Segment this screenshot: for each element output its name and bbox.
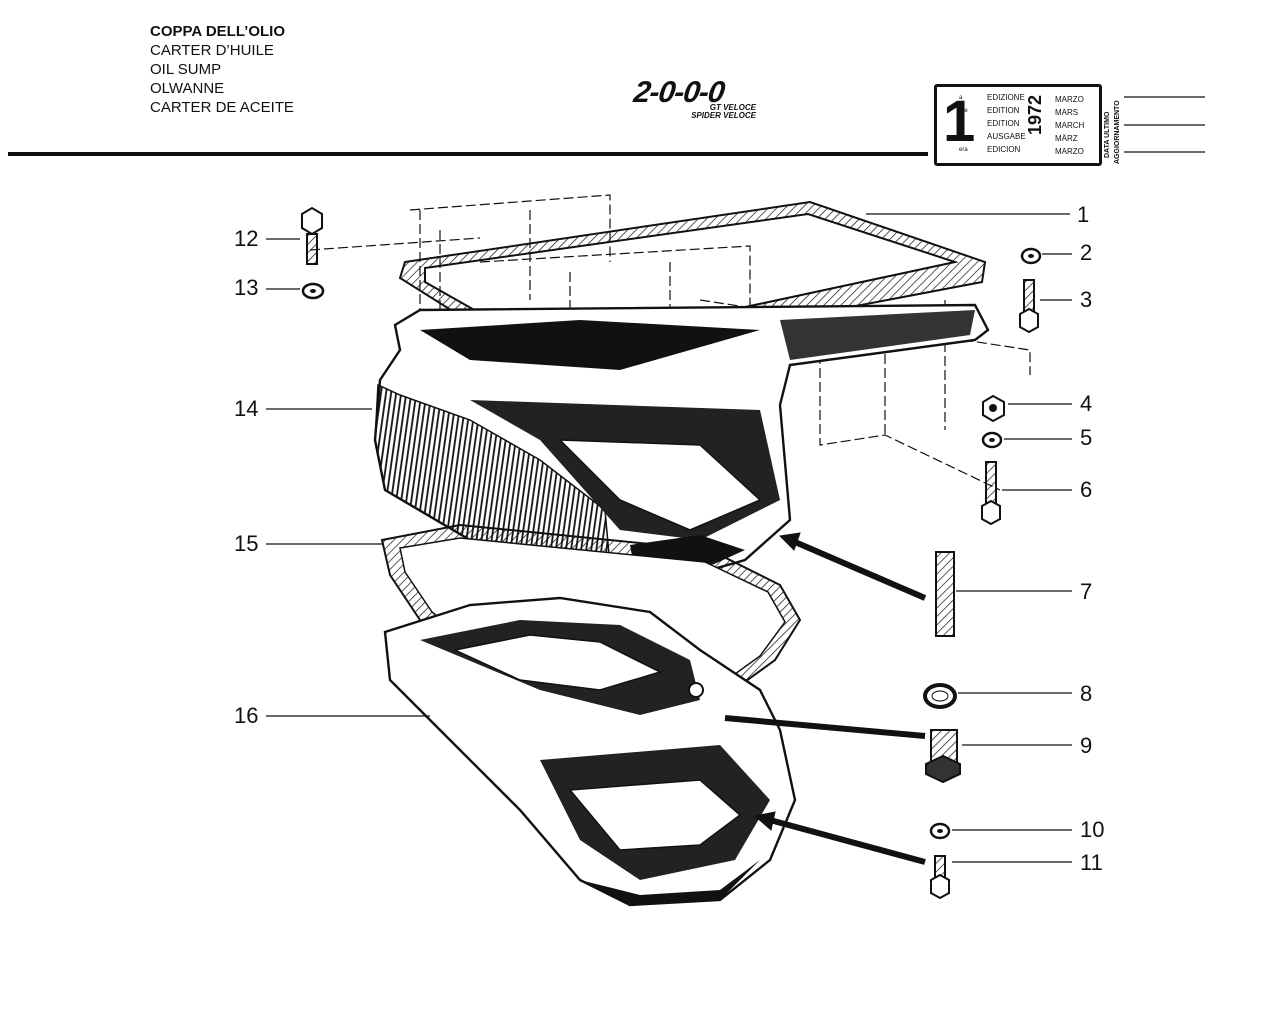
- callout-12: 12: [234, 226, 259, 251]
- seal-ring-part-8: [923, 683, 957, 709]
- header-rule: [8, 152, 928, 156]
- edition-suffix: st: [959, 121, 964, 127]
- edition-month: MARZO: [1055, 95, 1084, 104]
- bolt-part-11: [930, 855, 950, 900]
- stud-part-3: [1019, 279, 1039, 334]
- edition-month: MARCH: [1055, 121, 1085, 130]
- title-italian: COPPA DELL’OLIO: [150, 23, 286, 40]
- model-logo: 2-0-0-0 GT VELOCE SPIDER VELOCE: [632, 76, 764, 120]
- edition-month: MARZO: [1055, 147, 1084, 156]
- edition-number: 1: [943, 89, 976, 154]
- nut-part-4: [982, 394, 1005, 423]
- callout-14: 14: [234, 396, 259, 421]
- washer-part-5: [981, 431, 1003, 449]
- title-block: COPPA DELL’OLIO CARTER D’HUILE OIL SUMP …: [150, 22, 294, 117]
- title-spanish: CARTER DE ACEITE: [150, 99, 294, 116]
- edition-word: EDIZIONE: [987, 93, 1025, 102]
- washer-part-13: [301, 282, 325, 300]
- callout-2: 2: [1080, 240, 1093, 265]
- title-english: OIL SUMP: [150, 61, 222, 78]
- lower-sump: [383, 596, 797, 907]
- edition-word: AUSGABE: [987, 132, 1026, 141]
- callout-11: 11: [1080, 850, 1103, 875]
- bold-arrows: [724, 532, 927, 865]
- update-lines: [1124, 96, 1205, 153]
- title-french: CARTER D’HUILE: [150, 42, 274, 59]
- washer-part-10: [929, 822, 951, 840]
- logo-line-2: SPIDER VELOCE: [691, 111, 756, 120]
- callout-8: 8: [1080, 681, 1093, 706]
- edition-month: MARS: [1055, 108, 1079, 117]
- washer-part-2: [1020, 247, 1042, 265]
- callout-16: 16: [234, 703, 259, 728]
- callout-4: 4: [1080, 391, 1093, 416]
- edition-word: EDICION: [987, 145, 1021, 154]
- stud-part-7: [935, 551, 955, 637]
- edition-suffix: a: [959, 95, 963, 101]
- assembly-lines: [309, 194, 1031, 491]
- edition-box: 1 a ère st . era EDIZIONE EDITION EDITIO…: [934, 84, 1102, 166]
- callout-3: 3: [1080, 287, 1093, 312]
- edition-suffix: era: [959, 147, 968, 153]
- edition-month: MÄRZ: [1055, 134, 1078, 143]
- edition-suffix: .: [959, 134, 961, 140]
- bolt-part-6: [981, 461, 1001, 526]
- edition-suffix: ère: [959, 108, 968, 114]
- edition-word: EDITION: [987, 106, 1020, 115]
- logo-line-1: GT VELOCE: [709, 103, 756, 112]
- callout-9: 9: [1080, 733, 1093, 758]
- callout-5: 5: [1080, 425, 1093, 450]
- callout-6: 6: [1080, 477, 1093, 502]
- leader-lines: [266, 213, 1072, 863]
- callout-13: 13: [234, 275, 259, 300]
- title-german: OLWANNE: [150, 80, 225, 97]
- callout-1: 1: [1077, 202, 1090, 227]
- bolt-part-12: [301, 206, 323, 265]
- callout-15: 15: [234, 531, 259, 556]
- callout-7: 7: [1080, 579, 1093, 604]
- drain-plug-part-9: [925, 729, 961, 784]
- edition-word: EDITION: [987, 119, 1020, 128]
- callout-10: 10: [1080, 817, 1105, 842]
